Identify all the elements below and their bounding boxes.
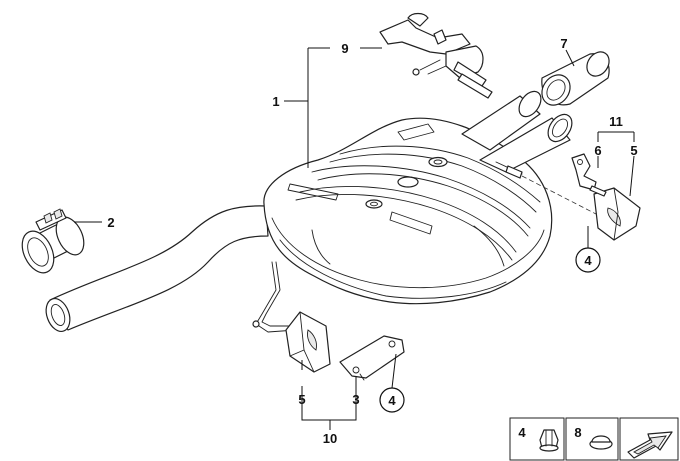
tail-pipes bbox=[461, 90, 573, 173]
bracket-right[interactable] bbox=[571, 153, 597, 191]
callout-5-left: 5 bbox=[298, 392, 305, 407]
callout-10: 10 bbox=[323, 431, 337, 446]
hanger-bracket-top[interactable] bbox=[379, 12, 493, 99]
legend-cell-arrow bbox=[619, 417, 679, 461]
leader-lines bbox=[74, 47, 635, 430]
callout-7: 7 bbox=[560, 36, 567, 51]
callout-5-right: 5 bbox=[630, 143, 637, 158]
rubber-mount-right[interactable] bbox=[589, 185, 641, 241]
hanger-rod-right bbox=[495, 161, 597, 215]
callout-4-right: 4 bbox=[584, 253, 592, 268]
nut-icon bbox=[539, 429, 559, 452]
hanger-rod-left bbox=[252, 261, 297, 333]
callout-1: 1 bbox=[272, 94, 279, 109]
legend-label-4: 4 bbox=[518, 425, 526, 440]
bracket-left[interactable] bbox=[339, 335, 405, 381]
callout-3: 3 bbox=[352, 392, 359, 407]
legend-label-8: 8 bbox=[574, 425, 581, 440]
callout-4-left: 4 bbox=[388, 393, 396, 408]
callout-6: 6 bbox=[594, 143, 601, 158]
callout-9: 9 bbox=[341, 41, 348, 56]
callout-labels: 1 2 3 5 5 6 7 9 10 11 4 4 bbox=[107, 36, 637, 446]
callout-4-right-ring bbox=[575, 247, 601, 273]
rear-muffler[interactable] bbox=[263, 117, 553, 305]
inlet-pipe bbox=[45, 205, 269, 333]
view-arrow-icon bbox=[627, 431, 673, 459]
tailpipe-trim[interactable] bbox=[536, 48, 613, 111]
callout-4-left-ring bbox=[379, 387, 405, 413]
rubber-mount-left[interactable] bbox=[285, 311, 331, 373]
pipe-clamp[interactable] bbox=[16, 208, 89, 278]
grommet-icon bbox=[589, 435, 613, 450]
callout-11: 11 bbox=[609, 114, 623, 129]
parts-legend: 4 8 bbox=[509, 417, 679, 461]
callout-2: 2 bbox=[107, 215, 114, 230]
